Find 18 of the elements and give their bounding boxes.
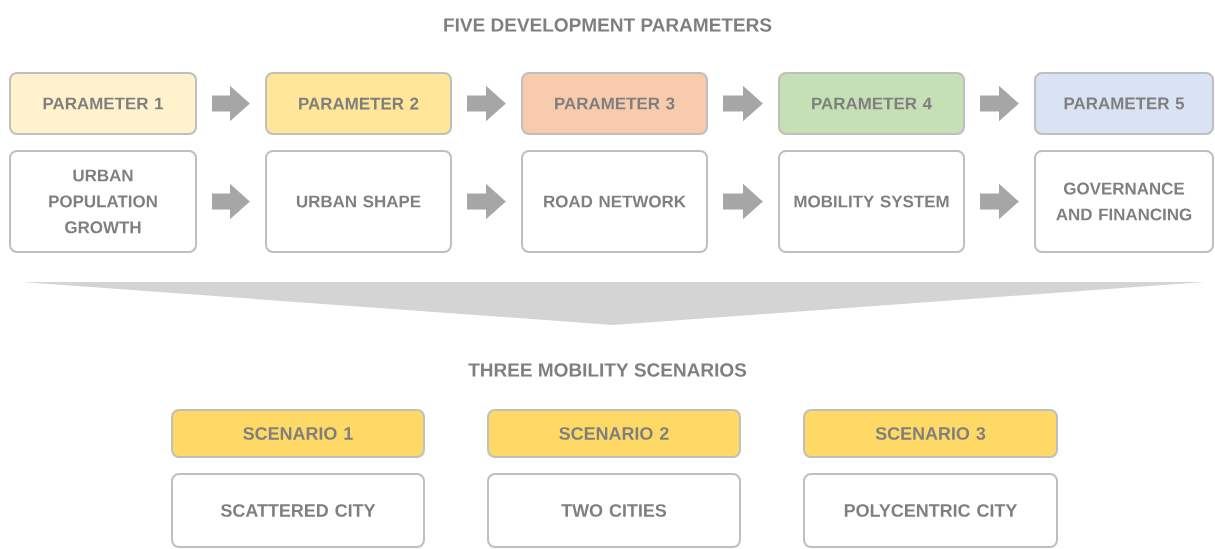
scenario-box: SCENARIO 3 (803, 409, 1058, 458)
title: FIVE DEVELOPMENT PARAMETERS (444, 18, 772, 32)
parameter-box: PARAMETER 5 (1034, 72, 1214, 135)
heading: THREE MOBILITY SCENARIOS (468, 363, 747, 377)
parameter-box: PARAMETER 4 (778, 72, 965, 135)
scenario-box: TWO CITIES (487, 473, 741, 548)
scenario-box: SCENARIO 1 (171, 409, 425, 458)
parameter-box: URBAN POPULATION GROWTH (9, 150, 197, 253)
parameter-box: PARAMETER 1 (9, 72, 197, 135)
parameter-box: MOBILITY SYSTEM (778, 150, 965, 253)
parameter-box: ROAD NETWORK (521, 150, 708, 253)
scenario-box: SCENARIO 2 (487, 409, 741, 458)
parameter-box: GOVERNANCE AND FINANCING (1034, 150, 1214, 253)
parameter-box: URBAN SHAPE (265, 150, 452, 253)
parameter-box: PARAMETER 3 (521, 72, 708, 135)
scenario-box: POLYCENTRIC CITY (803, 473, 1058, 548)
parameter-box: PARAMETER 2 (265, 72, 452, 135)
scenario-box: SCATTERED CITY (171, 473, 425, 548)
